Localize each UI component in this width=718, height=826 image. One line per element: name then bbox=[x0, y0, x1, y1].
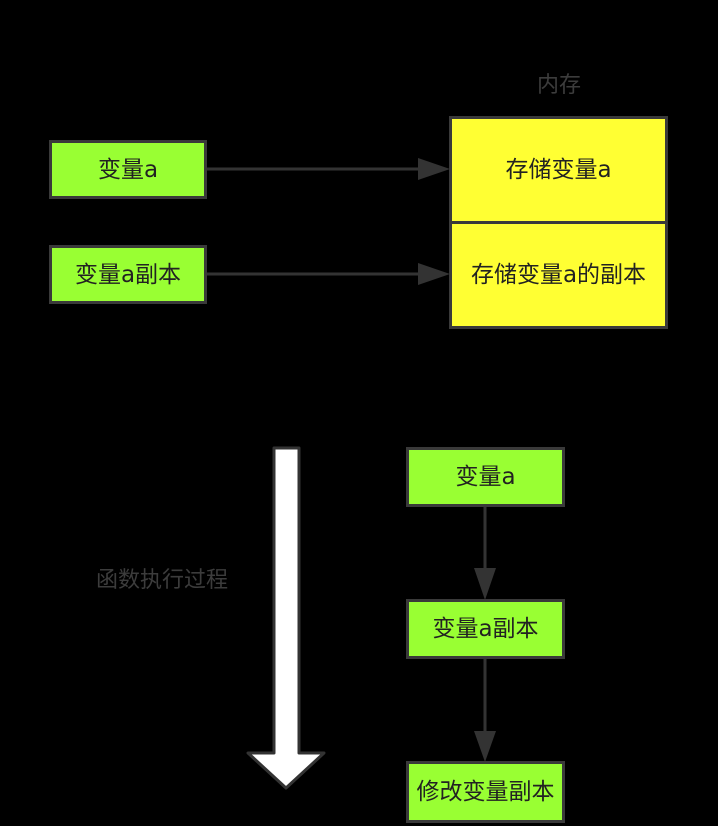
memory-slot-a-label: 存储变量a bbox=[505, 157, 612, 183]
var-a-label: 变量a bbox=[97, 156, 159, 183]
flow-step-var-copy: 变量a副本 bbox=[406, 599, 565, 659]
memory-slot-a: 存储变量a bbox=[449, 116, 668, 224]
flow-caption: 函数执行过程 bbox=[96, 568, 229, 593]
flow-step-var-a-label: 变量a bbox=[455, 464, 516, 490]
flow-step-var-copy-label: 变量a副本 bbox=[432, 616, 539, 642]
arrow-var-a-to-memory bbox=[206, 158, 450, 180]
arrow-step1-to-step2 bbox=[474, 506, 496, 600]
arrow-step2-to-step3 bbox=[474, 658, 496, 762]
var-a-box: 变量a bbox=[49, 140, 207, 199]
flow-step-modify-copy: 修改变量副本 bbox=[406, 761, 565, 823]
memory-title: 内存 bbox=[536, 73, 581, 98]
var-a-copy-label: 变量a副本 bbox=[74, 261, 182, 288]
arrow-var-copy-to-memory bbox=[206, 263, 450, 285]
flow-step-var-a: 变量a bbox=[406, 447, 565, 507]
var-a-copy-box: 变量a副本 bbox=[49, 245, 207, 304]
memory-slot-copy: 存储变量a的副本 bbox=[449, 221, 668, 329]
memory-slot-copy-label: 存储变量a的副本 bbox=[470, 262, 647, 288]
execution-flow-arrow bbox=[246, 446, 326, 790]
flow-step-modify-copy-label: 修改变量副本 bbox=[416, 779, 555, 805]
